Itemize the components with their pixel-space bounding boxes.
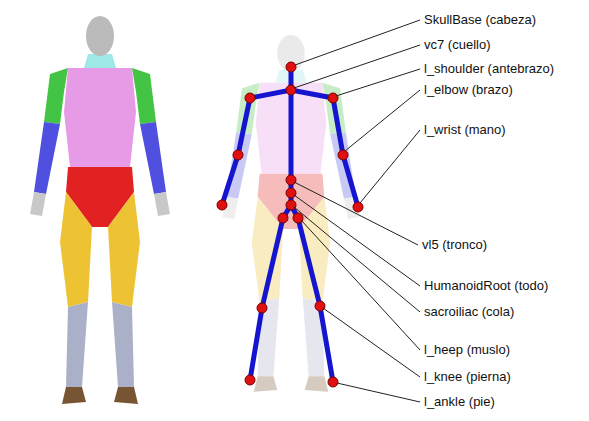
joint-label: SkullBase (cabeza) xyxy=(423,12,537,27)
joint-label: l_shoulder (antebrazo) xyxy=(423,61,555,76)
joint-label: l_ankle (pie) xyxy=(423,394,496,409)
joint-label: vl5 (tronco) xyxy=(421,237,488,252)
joint-label: l_elbow (brazo) xyxy=(423,82,514,97)
joint-label: l_heep (muslo) xyxy=(423,342,511,357)
joint-label: sacroiliac (cola) xyxy=(423,304,515,319)
joint-label: l_wrist (mano) xyxy=(423,122,507,137)
joint-label: l_knee (pierna) xyxy=(423,369,512,384)
joint-label: vc7 (cuello) xyxy=(423,37,491,52)
joint-label: HumanoidRoot (todo) xyxy=(423,278,549,293)
